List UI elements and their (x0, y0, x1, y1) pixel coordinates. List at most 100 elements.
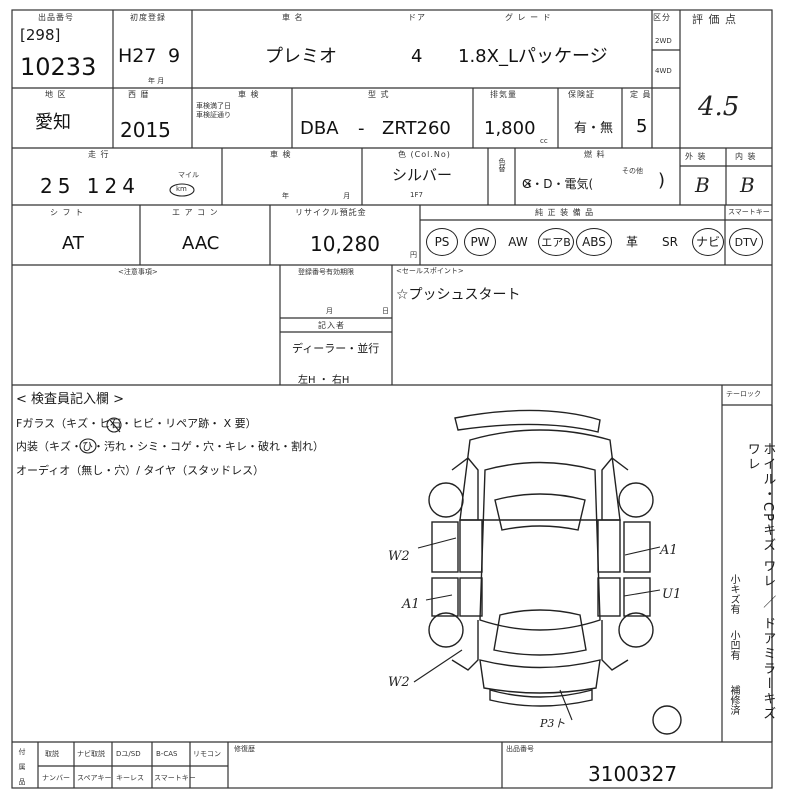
model-label: 型 式 (368, 90, 390, 99)
inspection-sub2: 車検証通り (196, 111, 231, 119)
shaken-sub: 年 月 (282, 192, 377, 200)
side-note-1: 小キズ有 (728, 574, 739, 614)
right-small-label: テーロック (726, 390, 761, 398)
drive-label: 区分 (653, 13, 671, 22)
mark-u1-right: U1 (662, 587, 682, 602)
equip-dtv: DTV (729, 228, 763, 256)
door-count: 4 (411, 46, 423, 67)
fuel-label: 燃 料 (584, 150, 606, 159)
mileage-label: 走 行 (88, 150, 110, 159)
footer-equip-5: リモコン (193, 750, 221, 758)
interior-grade: B (740, 173, 755, 197)
mileage-km: km (176, 185, 187, 193)
footer-equip-6: ナンバー (42, 774, 70, 782)
mileage: 25 124 (40, 174, 140, 198)
color-change: 色替 (498, 158, 506, 172)
ac-label: エ ア コ ン (172, 208, 219, 217)
lot-number: 10233 (20, 53, 97, 81)
color: シルバー (392, 166, 453, 184)
exterior-label: 外 装 (685, 152, 707, 161)
inspector-glass: Fガラス（キズ・ヒ石・ヒビ・リペア跡・ X 要） (16, 417, 257, 430)
yen-unit: 円 (410, 251, 417, 259)
fuel-options: G・D・電気( (522, 177, 594, 191)
equip-label: 純 正 装 備 品 (535, 208, 595, 217)
year-label: 西 暦 (128, 90, 150, 99)
color-code: 1F7 (410, 191, 423, 199)
shaken-label: 車 検 (270, 150, 292, 159)
cc-unit: cc (540, 137, 548, 145)
mileage-unit: マイル (178, 171, 199, 179)
model-code: ZRT260 (382, 118, 451, 139)
fuel-close: ) (658, 170, 666, 191)
entry-label: 記入者 (318, 321, 345, 330)
car-name: プレミオ (265, 46, 337, 67)
capacity-label: 定 員 (630, 90, 652, 99)
mark-p3: P3ト (540, 717, 566, 730)
reg-sub: 年 月 (148, 77, 165, 85)
footer-equip-8: キーレス (116, 774, 144, 782)
exterior-grade: B (695, 173, 710, 197)
doc-number: 3100327 (588, 762, 678, 786)
year: 2015 (120, 118, 171, 142)
fuel-other: その他 (622, 167, 643, 175)
area: 愛知 (35, 112, 71, 133)
record-label: 登録番号有効期限 (298, 268, 354, 276)
score: 4.5 (698, 92, 740, 122)
side-note-3: 補修済 (728, 685, 739, 715)
equip-ps: PS (426, 228, 458, 256)
cc: 1,800 (484, 118, 536, 139)
doc-label: 出品番号 (506, 745, 534, 753)
mark-w2-rear: W2 (388, 675, 410, 690)
remarks-label: 修復歴 (234, 745, 255, 753)
equip-leather: 革 (625, 235, 638, 249)
equip-airbag: エアB (538, 228, 574, 256)
lot-label: 出品番号 (38, 13, 74, 22)
lr-label: 左H ・ 右H (298, 375, 350, 386)
name-label: 車 名 (282, 13, 304, 22)
footer-equip-4: B-CAS (156, 750, 178, 758)
month-label: 月 (326, 307, 333, 315)
area-label: 地 区 (45, 90, 67, 99)
inspector-interior: 内装（キズ・ひ・汚れ・シミ・コゲ・穴・キレ・破れ・割れ） (16, 440, 324, 453)
car-diagram (428, 409, 682, 735)
equip-pw: PW (464, 228, 496, 256)
drive-4wd: 4WD (655, 67, 672, 75)
equip-navi: ナビ (692, 228, 724, 256)
mark-a1-right: A1 (660, 543, 678, 558)
grade-label: グ レ ー ド (505, 13, 552, 22)
reg-year: H27 (118, 45, 157, 67)
score-label: 評 価 点 (692, 13, 737, 26)
footer-equip-3: Dユ/SD (116, 750, 141, 758)
color-label: 色 (Col.No) (398, 150, 451, 159)
side-note-2: 小凹有 (728, 630, 739, 660)
footer-equip-7: スペアキー (77, 774, 112, 782)
door-label: ドア (408, 13, 426, 22)
day-label: 日 (382, 307, 389, 315)
grade: 1.8X_Lパッケージ (458, 46, 608, 67)
recycle-option: 有・無 (574, 121, 614, 136)
capacity: 5 (636, 116, 648, 137)
equip-aw: AW (508, 235, 528, 249)
wheel-mirror-note: ホイル・CPキズ ワレ ／ ドアミラーキズ ワレ (744, 442, 776, 722)
cc-label: 排気量 (490, 90, 517, 99)
recycle-fee: 10,280 (310, 232, 380, 256)
inspector-audio: オーディオ（無し・穴）/ タイヤ（スタッドレス） (16, 464, 265, 477)
ac: AAC (182, 233, 220, 254)
model-dash: - (358, 118, 365, 139)
entry-value: ディーラー・並行 (292, 342, 380, 355)
reg-label: 初度登録 (130, 13, 166, 22)
equip-sr: SR (662, 235, 678, 249)
equip-abs: ABS (576, 228, 612, 256)
sales-label: <セールスポイント> (396, 267, 464, 275)
sales-point: ☆プッシュスタート (396, 287, 521, 303)
footer-equip-1: 取説 (45, 750, 59, 758)
caution-label: <注意事項> (118, 268, 158, 276)
footer-equip-9: スマートキー (154, 774, 196, 782)
lot-code: [298] (20, 26, 61, 44)
interior-label: 内 装 (735, 152, 757, 161)
mark-a1-left: A1 (402, 597, 420, 612)
inspection-label: 車 検 (238, 90, 260, 99)
reg-month: 9 (168, 45, 181, 67)
drive-2wd: 2WD (655, 37, 672, 45)
inspector-title: < 検査員記入欄 > (16, 392, 125, 407)
